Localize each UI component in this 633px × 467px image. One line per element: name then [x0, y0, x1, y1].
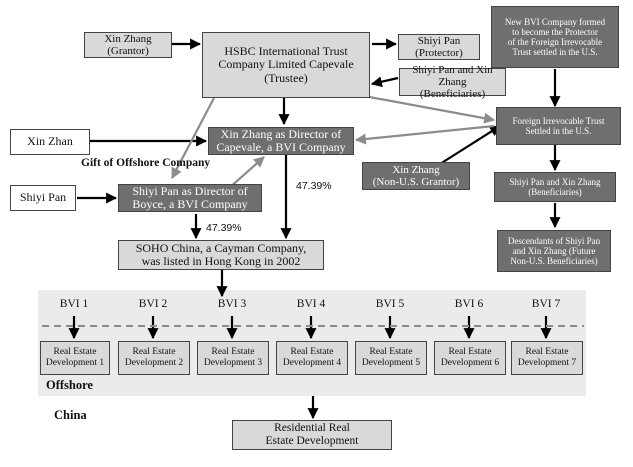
hsbc-trustee-box: HSBC International Trust Company Limited… [202, 32, 370, 98]
bvi-3-label: BVI 3 [217, 298, 247, 310]
foreign-trust-box: Foreign Irrevocable Trust Settled in the… [496, 107, 621, 145]
bvi-7-label: BVI 7 [531, 298, 561, 310]
bvi-4-label: BVI 4 [296, 298, 326, 310]
soho-china-box: SOHO China, a Cayman Company, was listed… [118, 240, 324, 270]
shiyi-pan-protector-box: Shiyi Pan (Protector) [398, 34, 480, 60]
capevale-director-box: Xin Zhang as Director of Capevale, a BVI… [208, 127, 354, 155]
arrow-gray-trustee-to-boyce [171, 97, 215, 179]
descendants-box: Descendants of Shiyi Pan and Xin Zhang (… [497, 230, 611, 272]
xin-zhang-nonus-grantor-box: Xin Zhang (Non-U.S. Grantor) [362, 162, 470, 190]
bvi-5-label: BVI 5 [375, 298, 405, 310]
beneficiaries-top-box: Shiyi Pan and Xin Zhang (Beneficiaries) [399, 64, 506, 100]
real-estate-development-7: Real Estate Development 7 [511, 341, 583, 375]
new-bvi-company-box: New BVI Company formed to become the Pro… [491, 6, 619, 68]
beneficiaries-right-box: Shiyi Pan and Xin Zhang (Beneficiaries) [494, 172, 616, 202]
arrow-gray-trustee-to-trust [363, 94, 496, 124]
bvi-2-label: BVI 2 [138, 298, 168, 310]
real-estate-development-6: Real Estate Development 6 [434, 341, 506, 375]
arrow-beneficiaries-to-trustee [370, 76, 399, 88]
bvi-6-label: BVI 6 [454, 298, 484, 310]
real-estate-development-5: Real Estate Development 5 [355, 341, 427, 375]
arrow-nonus-grantor-to-trust [439, 125, 501, 165]
real-estate-development-2: Real Estate Development 2 [118, 341, 190, 375]
real-estate-development-3: Real Estate Development 3 [197, 341, 269, 375]
shiyi-pan-box: Shiyi Pan [10, 185, 76, 211]
xin-zhang-grantor-box: Xin Zhang (Grantor) [84, 32, 172, 58]
boyce-director-box: Shiyi Pan as Director of Boyce, a BVI Co… [118, 184, 262, 212]
xin-zhan-box: Xin Zhan [10, 129, 90, 155]
residential-real-estate-box: Residential Real Estate Development [232, 420, 392, 450]
bvi-1-label: BVI 1 [59, 298, 89, 310]
china-label: China [54, 408, 87, 422]
arrow-gray-trust-to-capevale [354, 124, 495, 145]
real-estate-development-1: Real Estate Development 1 [40, 341, 110, 375]
offshore-label: Offshore [46, 378, 93, 392]
pct-boyce-label: 47.39% [206, 222, 242, 234]
pct-capevale-label: 47.39% [296, 180, 332, 192]
real-estate-development-4: Real Estate Development 4 [276, 341, 348, 375]
gift-label: Gift of Offshore Company [81, 157, 211, 169]
